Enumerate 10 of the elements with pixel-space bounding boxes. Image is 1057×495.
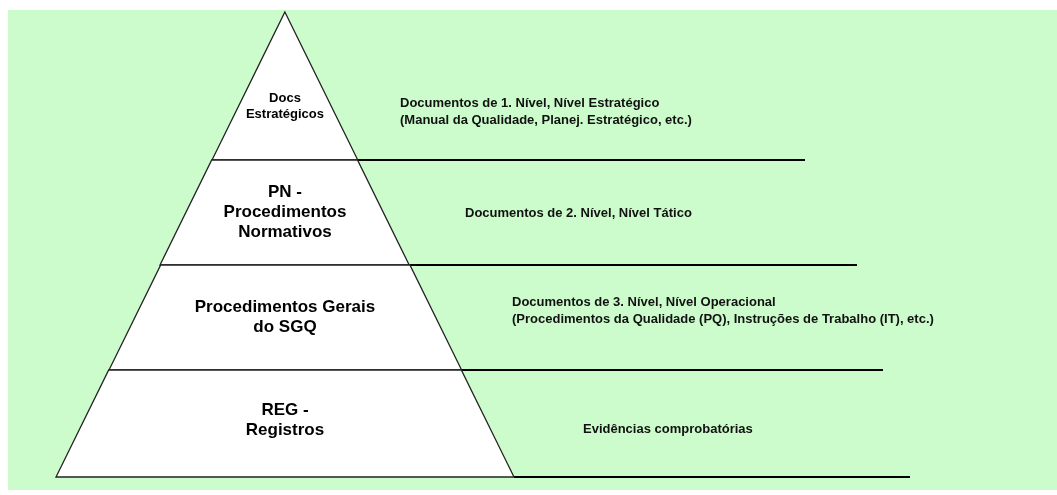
level-description: (Manual da Qualidade, Planej. Estratégico, etc.): [400, 111, 692, 128]
level-description: Evidências comprobatórias: [583, 420, 753, 437]
level-label: REG - Registros: [244, 400, 326, 440]
level-label: Procedimentos Gerais do SGQ: [193, 297, 377, 337]
level-description: Documentos de 2. Nível, Nível Tático: [465, 204, 692, 221]
level-description: Documentos de 1. Nível, Nível Estratégico: [400, 94, 660, 111]
level-label: PN - Procedimentos Normativos: [222, 182, 348, 242]
level-description: Documentos de 3. Nível, Nível Operacional: [512, 293, 776, 310]
level-label: Docs Estratégicos: [244, 90, 325, 122]
level-description: (Procedimentos da Qualidade (PQ), Instruções de Trabalho (IT), etc.): [512, 310, 934, 327]
